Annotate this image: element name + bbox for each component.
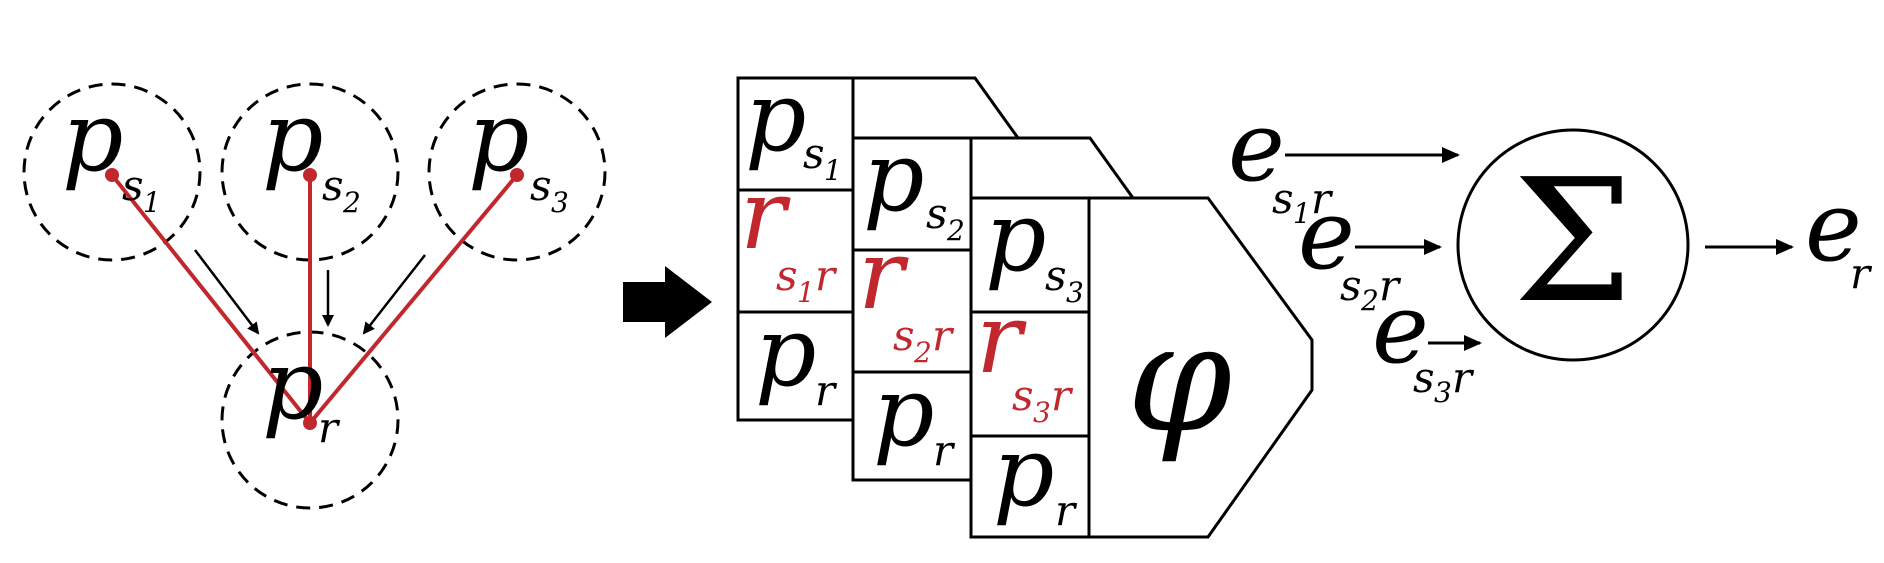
text-p: p (863, 121, 924, 233)
text-tail: r (815, 251, 838, 300)
label-p-r: p (262, 329, 323, 441)
text-sub: s (1413, 353, 1435, 402)
text-subsub: 2 (1360, 284, 1379, 317)
arrow-s1 (194, 249, 260, 335)
text-sub: s (1012, 371, 1034, 420)
text-subsub: 2 (913, 336, 932, 369)
label-sub: s (530, 161, 552, 210)
label-subsub: 1 (143, 186, 161, 219)
label-r: r (318, 403, 341, 452)
phi-symbol: φ (1127, 292, 1232, 466)
text-p: p (985, 181, 1046, 293)
text-r: r (858, 219, 909, 331)
dot-s2 (303, 168, 317, 182)
text-sub: s (803, 129, 825, 178)
stack-1: p s 1 r s 1 r p r (736, 61, 855, 422)
edge-s1-r (110, 173, 312, 425)
dot-r (303, 416, 317, 430)
text-sub: s (1045, 251, 1067, 300)
dot-s3 (510, 168, 524, 182)
label-p: p (62, 81, 123, 193)
neighborhood-graph: p s 1 p s 2 p s 3 p r (22, 81, 607, 510)
text-subsub: 1 (824, 154, 842, 187)
text-subsub: 3 (1033, 396, 1051, 429)
stack-2: p s 2 r s 2 r p r (851, 121, 973, 482)
label-subsub: 3 (551, 186, 569, 219)
text-subsub: 3 (1434, 376, 1452, 409)
text-r: r (976, 283, 1027, 395)
text-sub: r (1055, 486, 1078, 535)
label-subsub: 2 (342, 186, 361, 219)
text-sub: r (933, 426, 956, 475)
text-subsub: 1 (1293, 197, 1311, 230)
cell-p-s (736, 76, 855, 192)
edge-s3-r (308, 173, 519, 425)
arrow-s3 (362, 254, 426, 335)
block-arrow-icon (623, 266, 712, 338)
sigma-symbol: Σ (1513, 143, 1633, 341)
text-subsub: 2 (946, 214, 965, 247)
text-tail: r (1379, 261, 1402, 310)
stack-3: p s 3 r s 3 r p r φ (969, 181, 1232, 539)
cell-p-r (969, 434, 1091, 539)
label-sub: s (122, 161, 144, 210)
text-sub: r (815, 366, 838, 415)
node-circle-s3 (427, 82, 607, 262)
text-p: p (755, 296, 816, 408)
label-sub: s (322, 161, 344, 210)
label-p: p (468, 81, 529, 193)
text-tail: r (1311, 174, 1334, 223)
text-e: e (1298, 179, 1355, 291)
text-tail: r (1051, 371, 1074, 420)
text-e: e (1372, 273, 1429, 385)
text-subsub: 1 (797, 276, 815, 309)
cell-p-s (969, 196, 1091, 314)
edge-messages: e s 1 r e s 2 r e s 3 r (1228, 91, 1482, 409)
text-p: p (993, 416, 1054, 528)
text-tail: r (1452, 353, 1475, 402)
label-p: p (262, 81, 323, 193)
sum-circle (1456, 128, 1690, 362)
text-p: p (873, 356, 934, 468)
sum-node: Σ (1456, 128, 1690, 362)
cell-p-r (736, 310, 855, 422)
text-tail: r (932, 311, 955, 360)
text-p: p (745, 61, 806, 173)
cell-p-r (851, 370, 973, 482)
text-subsub: 3 (1066, 276, 1084, 309)
text-sub: s (926, 189, 948, 238)
dot-s1 (105, 168, 119, 182)
text-e-r: e (1805, 171, 1862, 283)
cell-r (969, 310, 1091, 438)
text-sub: s (893, 311, 915, 360)
text-e: e (1228, 91, 1285, 203)
text-sub: s (1272, 174, 1294, 223)
text-sub: s (776, 251, 798, 300)
text-r: r (1850, 249, 1873, 298)
text-sub: s (1340, 261, 1362, 310)
text-r: r (740, 159, 791, 271)
node-circle-s1 (22, 82, 202, 262)
